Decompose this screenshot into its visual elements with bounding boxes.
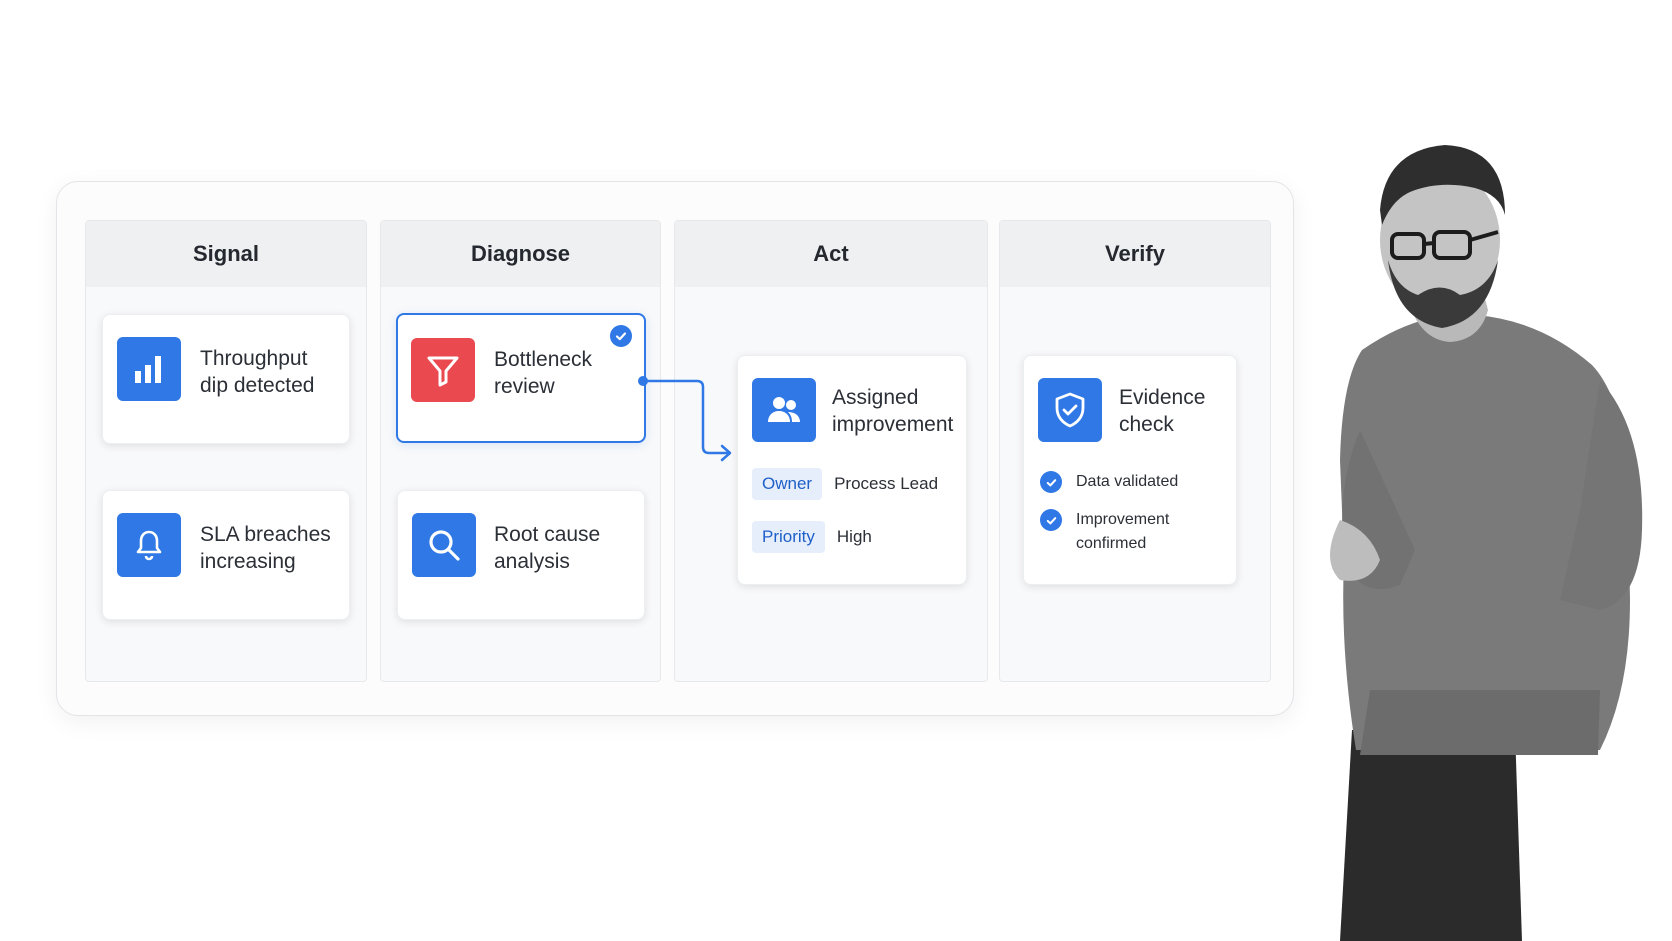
selected-check-icon — [610, 325, 632, 347]
card-label: SLA breaches increasing — [200, 523, 331, 573]
lane-title: Verify — [1000, 221, 1270, 287]
workflow-board: Signal Diagnose Act Verify Throughput di… — [56, 181, 1294, 716]
check-text: Improvement confirmed — [1076, 511, 1170, 552]
owner-chip: Owner — [752, 468, 823, 500]
check-item: Data validated — [1040, 471, 1178, 494]
lane-title: Diagnose — [381, 221, 660, 287]
check-icon — [1040, 509, 1062, 531]
bar-chart-icon — [117, 337, 181, 401]
lane-title: Act — [675, 221, 987, 287]
card-label: Throughput dip detected — [200, 347, 315, 397]
check-item: Improvement confirmed — [1040, 509, 1169, 556]
card-sla-breaches[interactable]: SLA breaches increasing — [102, 490, 350, 620]
card-throughput-dip[interactable]: Throughput dip detected — [102, 314, 350, 444]
card-label: Evidence check — [1119, 386, 1206, 436]
funnel-icon — [411, 338, 475, 402]
card-label: Bottleneck review — [494, 348, 593, 398]
card-label: Assigned improvement — [832, 386, 954, 436]
card-label: Root cause analysis — [494, 523, 601, 573]
lane-title: Signal — [86, 221, 366, 287]
card-bottleneck-review[interactable]: Bottleneck review — [396, 313, 646, 443]
priority-chip: Priority — [752, 521, 825, 553]
shield-check-icon — [1038, 378, 1102, 442]
owner-field: Owner Process Lead — [752, 468, 938, 500]
check-text: Data validated — [1076, 473, 1179, 490]
users-icon — [752, 378, 816, 442]
bell-icon — [117, 513, 181, 577]
person-with-tablet-illustration — [1330, 145, 1643, 941]
card-assigned-improvement[interactable]: Assigned improvement Owner Process Lead … — [737, 355, 967, 585]
check-icon — [1040, 471, 1062, 493]
card-evidence-check[interactable]: Evidence check Data validated Improvemen… — [1023, 355, 1237, 585]
priority-value: High — [836, 527, 872, 546]
card-root-cause[interactable]: Root cause analysis — [397, 490, 645, 620]
priority-field: Priority High — [752, 521, 872, 553]
search-icon — [412, 513, 476, 577]
owner-value: Process Lead — [834, 474, 939, 493]
